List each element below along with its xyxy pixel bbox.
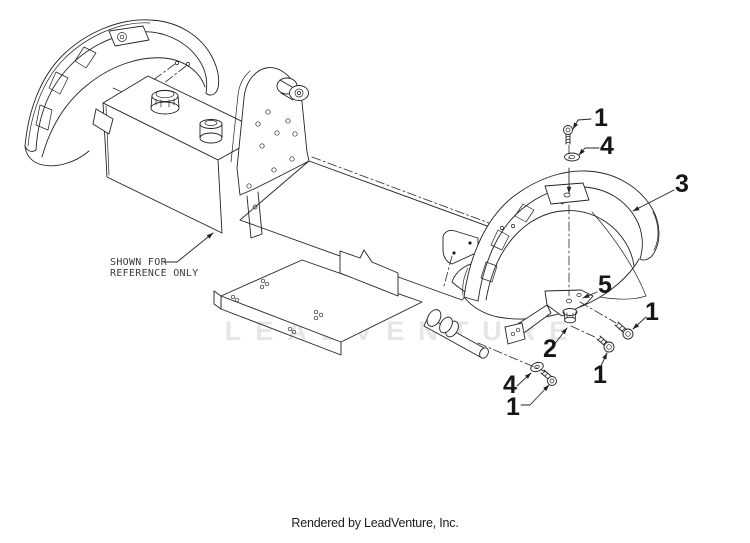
pivot-bushing [276,77,309,101]
reference-machine [24,19,549,359]
bolt-middle [596,335,615,353]
axle-shaft [423,309,489,359]
callout-labels: 1 4 3 5 1 2 1 4 1 [503,104,689,421]
tank-plug [199,119,223,144]
fender-bracket [504,289,594,345]
chassis-plate-holes [230,278,324,335]
screw-top [563,125,573,145]
washer-lower [530,361,544,373]
assembly-center-lines [477,144,617,373]
footer-credit: Rendered by LeadVenture, Inc. [291,516,459,530]
callout-4-lower-washer[interactable]: 4 [503,371,517,399]
reference-note-line2: REFERENCE ONLY [110,268,199,279]
gusset-wall [339,249,399,297]
frame-plate-holes [246,109,298,189]
bolt-right [614,321,634,340]
right-fender [463,170,660,320]
flange-nut [562,308,578,324]
callout-5-bracket[interactable]: 5 [598,271,612,299]
callout-1-lower-bolt[interactable]: 1 [506,393,520,421]
frame-plate [230,67,310,239]
callout-1-middle-bolt[interactable]: 1 [593,361,607,389]
left-fender-boss [108,25,150,47]
chassis-plate [213,249,423,356]
callout-3-right-fender[interactable]: 3 [675,170,689,198]
bolt-lower [540,369,557,386]
reference-note-line1: SHOWN FOR [110,257,168,268]
callout-1-right-bolt[interactable]: 1 [645,298,659,326]
left-fender-mount-tab [92,108,114,135]
callout-1-top-screw[interactable]: 1 [594,104,608,132]
reference-note: SHOWN FOR REFERENCE ONLY [110,257,199,279]
washer-top [564,152,580,162]
fuel-cap [150,89,180,115]
right-fender-boss [544,182,590,205]
leader-lines [163,118,675,406]
left-fender [24,19,220,167]
callout-2-flange-nut[interactable]: 2 [543,335,557,363]
callout-4-top-washer[interactable]: 4 [600,132,614,160]
